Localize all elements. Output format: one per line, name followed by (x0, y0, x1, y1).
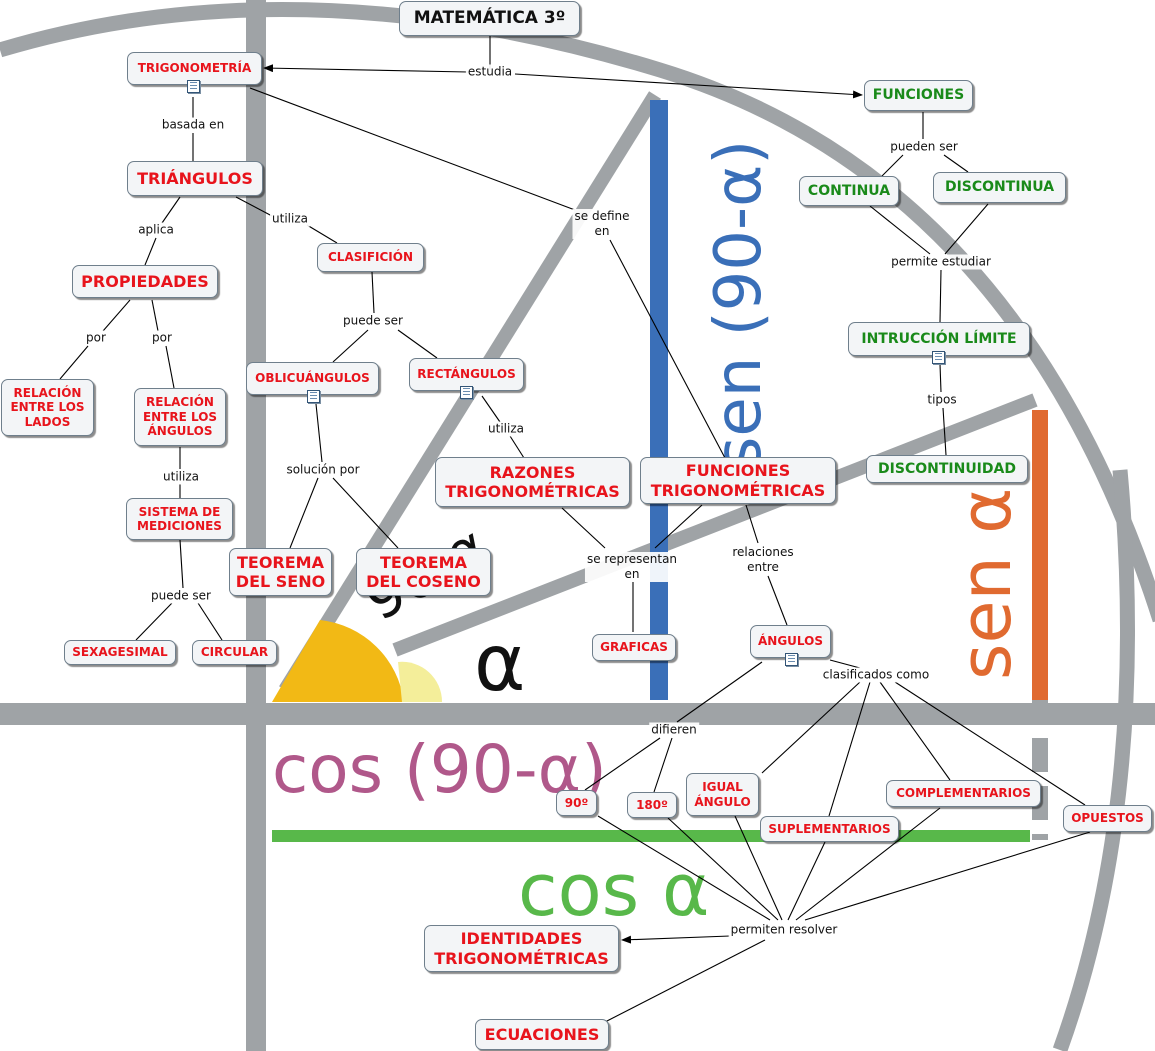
node-funciones-trigonometricas[interactable]: FUNCIONES TRIGONOMÉTRICAS (640, 457, 836, 504)
node-razones-trigonometricas[interactable]: RAZONES TRIGONOMÉTRICAS (435, 457, 630, 507)
document-icon[interactable] (785, 653, 798, 666)
node-complementarios[interactable]: COMPLEMENTARIOS (886, 780, 1041, 807)
node-igual-angulo[interactable]: IGUAL ÁNGULO (686, 773, 759, 816)
sen-alpha-text: sen α (945, 488, 1027, 680)
node-ecuaciones[interactable]: ECUACIONES (475, 1019, 609, 1050)
link-label-puede-ser: puede ser (341, 313, 405, 329)
link-label-se-representan-en: se representan en (584, 552, 680, 582)
node-matematica[interactable]: MATEMÁTICA 3º (399, 1, 580, 36)
node-intruccion-limite[interactable]: INTRUCCIÓN LÍMITE (848, 322, 1030, 356)
node-oblicuangulos[interactable]: OBLICUÁNGULOS (246, 362, 379, 395)
link-label-permite-estudiar: permite estudiar (889, 254, 993, 270)
node-relacion-lados[interactable]: RELACIÓN ENTRE LOS LADOS (1, 379, 94, 436)
node-relacion-angulos[interactable]: RELACIÓN ENTRE LOS ÁNGULOS (134, 388, 226, 446)
node-funciones[interactable]: FUNCIONES (864, 80, 973, 111)
document-icon[interactable] (187, 80, 200, 93)
node-teorema-coseno[interactable]: TEOREMA DEL COSENO (356, 548, 491, 596)
sen-90-alpha-text: sen (90-α) (702, 140, 776, 470)
node-propiedades[interactable]: PROPIEDADES (72, 265, 218, 298)
unit-circle-arc (0, 2, 1155, 623)
cos-alpha-text: cos α (518, 848, 710, 932)
document-icon[interactable] (932, 351, 945, 364)
link-label-puede-ser: puede ser (149, 588, 213, 604)
node-sexagesimal[interactable]: SEXAGESIMAL (64, 640, 176, 665)
node-teorema-seno[interactable]: TEOREMA DEL SENO (229, 548, 332, 596)
link-label-estudia: estudia (465, 64, 515, 80)
link-label-se-define-en: se define en (572, 209, 632, 239)
node-180-grados[interactable]: 180º (627, 792, 677, 818)
node-circular[interactable]: CIRCULAR (192, 640, 277, 665)
link-label-aplica: aplica (136, 222, 176, 238)
link-label-pueden-ser: pueden ser (888, 139, 960, 155)
link-label-clasificados-como: clasificados como (820, 667, 932, 683)
alpha-symbol-text: α (474, 619, 525, 709)
node-discontinua[interactable]: DISCONTINUA (933, 172, 1066, 203)
node-angulos[interactable]: ÁNGULOS (750, 625, 831, 658)
node-sistema-mediciones[interactable]: SISTEMA DE MEDICIONES (126, 498, 233, 540)
link-label-solucion-por: solución por (284, 462, 362, 478)
link-label-basada-en: basada en (159, 117, 227, 133)
link-label-relaciones-entre: relaciones entre (730, 545, 796, 575)
document-icon[interactable] (460, 386, 473, 399)
node-continua[interactable]: CONTINUA (799, 176, 899, 206)
node-identidades-trigonometricas[interactable]: IDENTIDADES TRIGONOMÉTRICAS (424, 925, 619, 972)
node-trigonometria[interactable]: TRIGONOMETRÍA (127, 52, 262, 85)
angle-wedge-yellow (272, 620, 404, 702)
angle-wedge-pale (398, 661, 443, 702)
node-opuestos[interactable]: OPUESTOS (1063, 805, 1152, 832)
link-label-difieren: difieren (649, 722, 699, 738)
alpha-ray (392, 393, 1038, 657)
link-label-permiten-resolver: permiten resolver (728, 922, 840, 938)
node-90-grados[interactable]: 90º (556, 790, 597, 816)
unit-circle-arc-lower (1052, 469, 1135, 1051)
document-icon[interactable] (307, 390, 320, 403)
link-label-por: por (84, 330, 108, 346)
link-label-tipos: tipos (925, 392, 959, 408)
link-label-utiliza: utiliza (270, 211, 310, 227)
node-clasificion[interactable]: CLASIFICIÓN (317, 243, 424, 272)
node-triangulos[interactable]: TRIÁNGULOS (127, 161, 263, 196)
link-label-por: por (150, 330, 174, 346)
link-label-utiliza: utiliza (486, 421, 526, 437)
link-label-utiliza: utiliza (161, 469, 201, 485)
node-suplementarios[interactable]: SUPLEMENTARIOS (760, 816, 899, 842)
cos-90-alpha-text: cos (90-α) (272, 731, 607, 808)
node-graficas[interactable]: GRAFICAS (592, 634, 676, 661)
node-discontinuidad[interactable]: DISCONTINUIDAD (866, 455, 1028, 483)
